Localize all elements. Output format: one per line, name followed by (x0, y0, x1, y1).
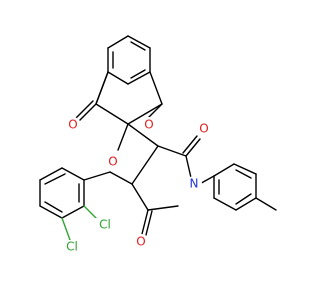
dichlorophenyl-ring (39, 167, 111, 219)
chlorine-upper-label: Cl (99, 218, 111, 232)
oxygen-imide-bottom-label: O (136, 235, 145, 249)
tolyl-group (195, 163, 277, 211)
benzene-ring-top (107, 35, 151, 85)
oxygen-ketone-left-label: O (68, 118, 77, 132)
atom-labels: O O O O O N Cl Cl (62, 117, 212, 254)
oxygen-imide-top-label: O (199, 122, 208, 136)
molecule-structure: O O O O O N Cl Cl (39, 35, 277, 254)
indane-five-ring (95, 71, 163, 125)
chlorine-lower-label: Cl (66, 240, 78, 254)
oxygen-ketone-right-label: O (144, 118, 153, 132)
imide-carbonyls (141, 135, 201, 236)
structure-canvas: O O O O O N Cl Cl (39, 35, 277, 254)
nitrogen-label: N (190, 177, 199, 191)
imide-ring (131, 145, 193, 211)
oxygen-ring-label: O (108, 155, 117, 169)
furan-ring (109, 123, 159, 185)
chlorine-bonds (61, 205, 99, 241)
